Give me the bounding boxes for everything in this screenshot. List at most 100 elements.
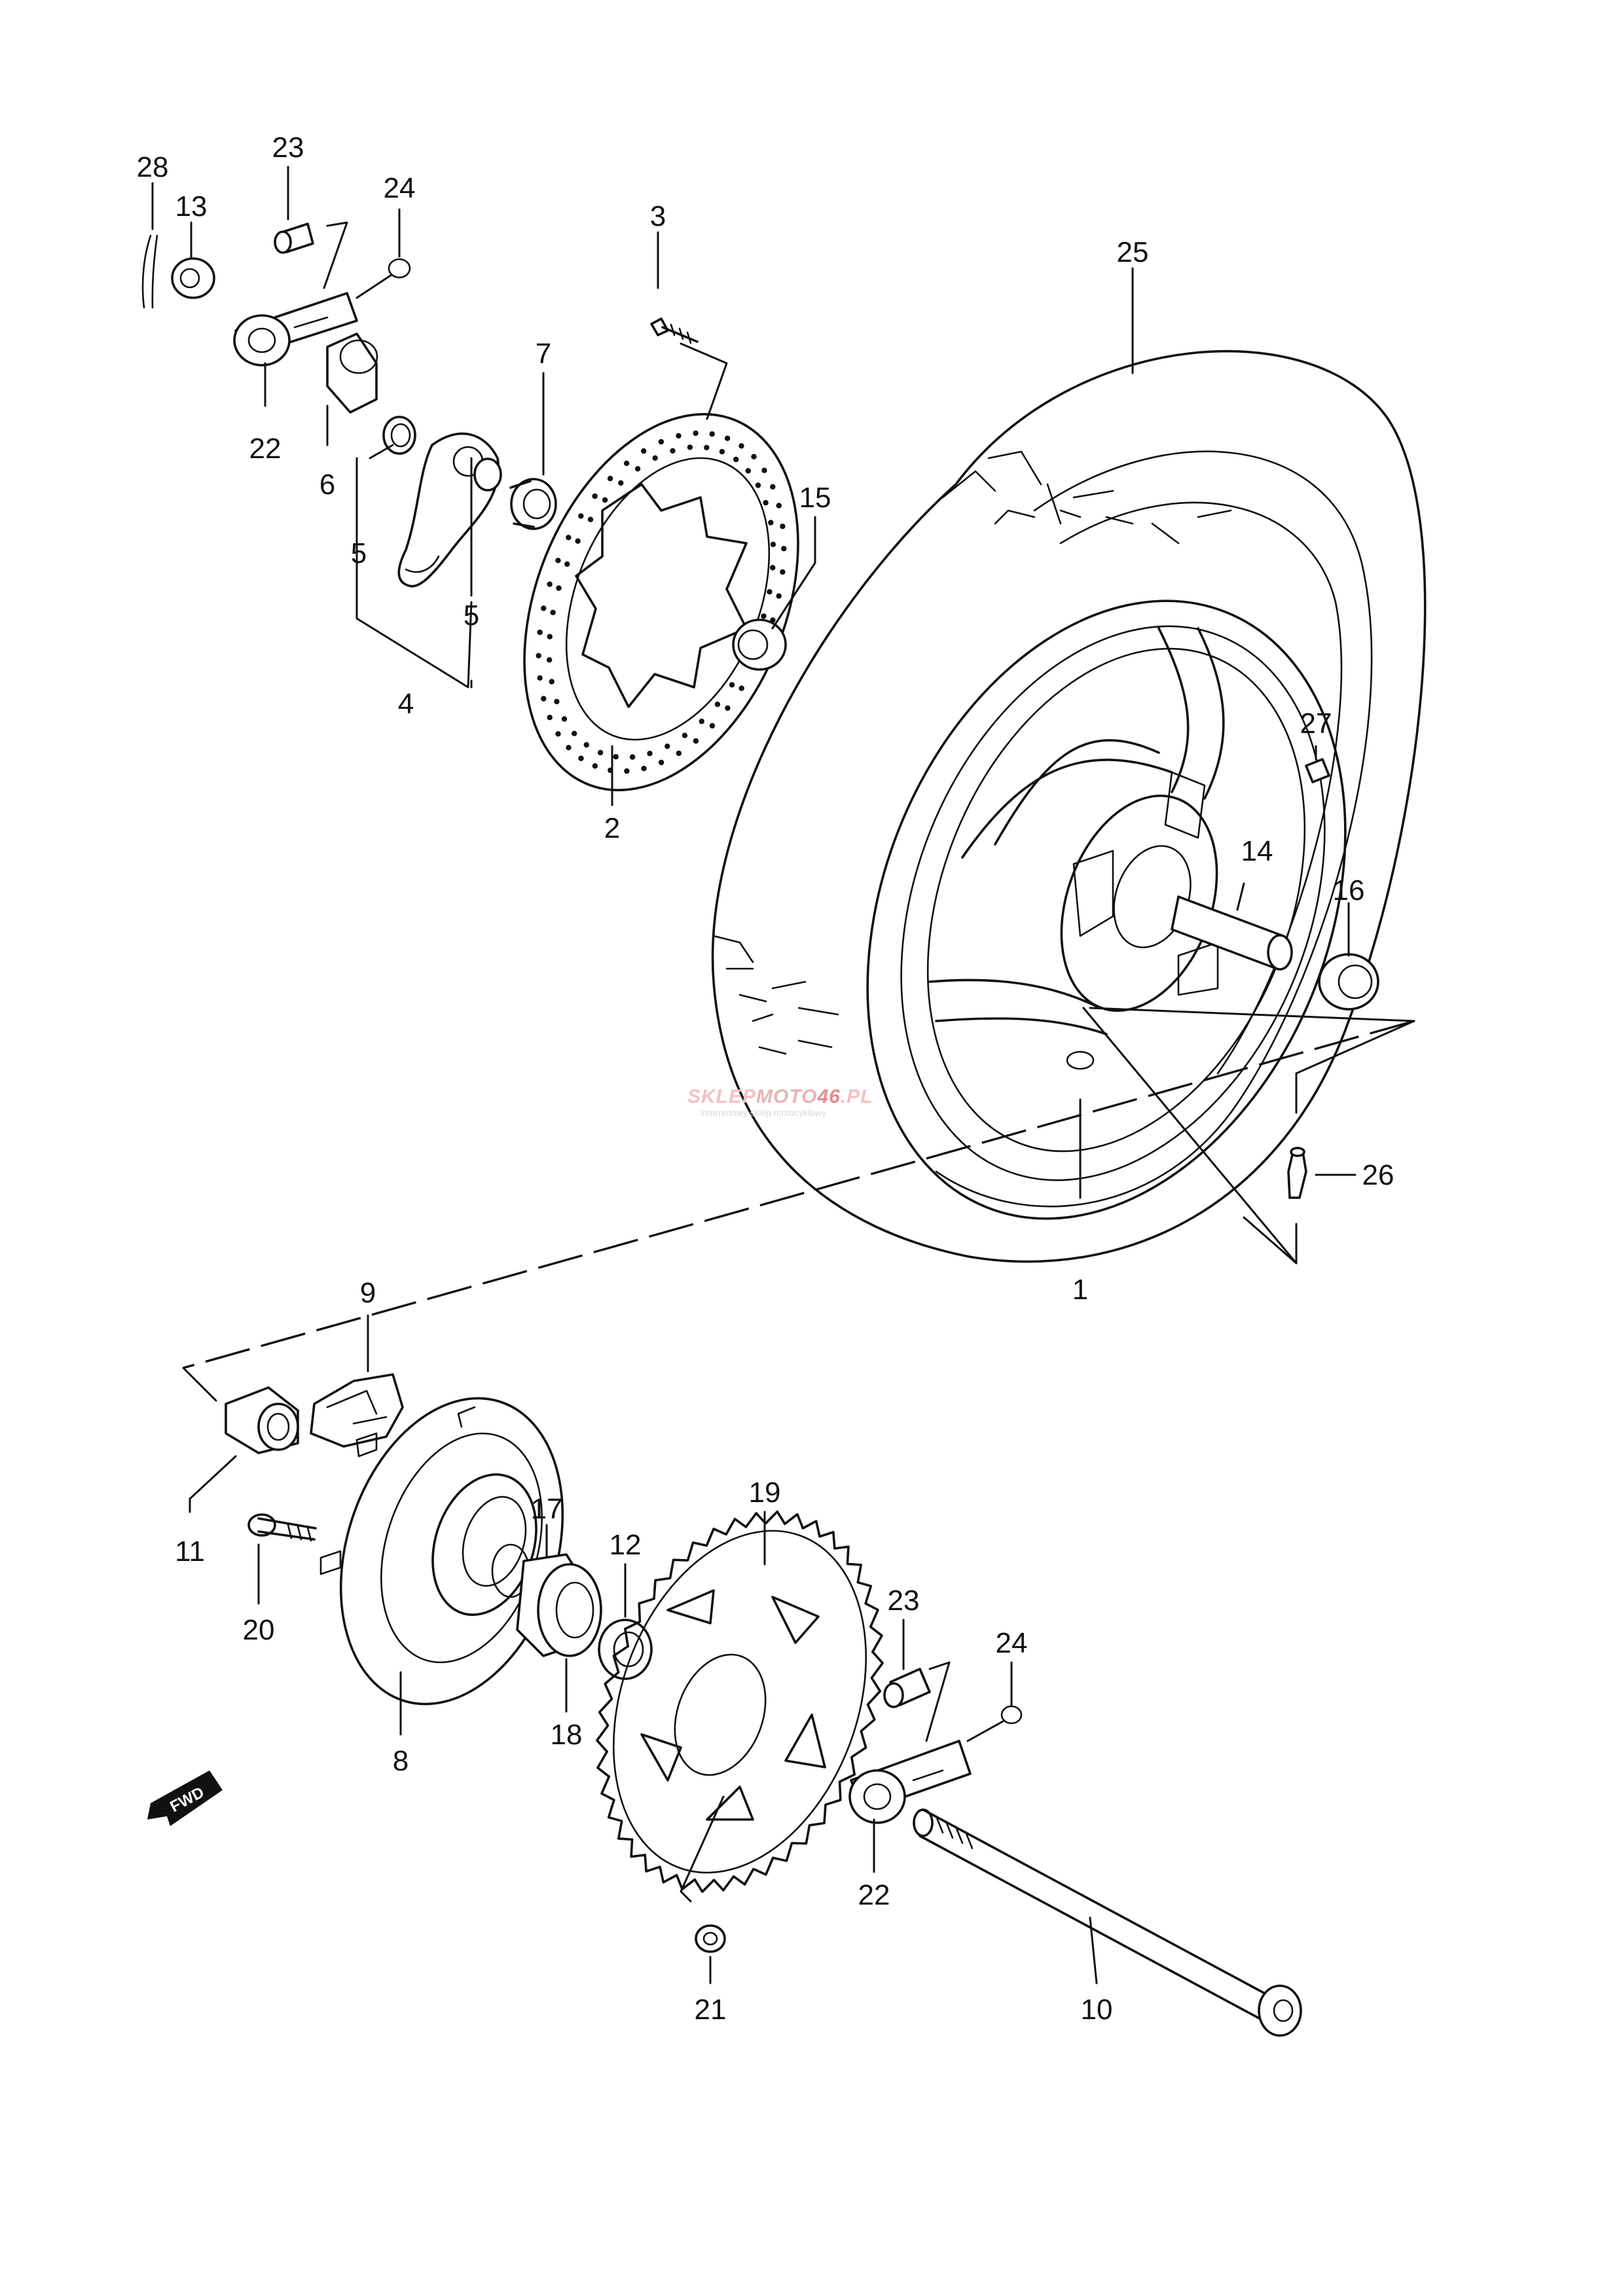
disc-drill-hole — [780, 524, 786, 529]
e-ring-bottom — [966, 1661, 1023, 1742]
disc-drill-hole — [566, 535, 572, 541]
hub-spacer — [1171, 895, 1284, 970]
disc-drill-hole — [618, 480, 624, 486]
disc-drill-hole — [665, 744, 670, 749]
watermark-brand-d: .PL — [841, 1086, 873, 1107]
disc-drill-hole — [556, 585, 562, 591]
disc-drill-hole — [776, 593, 782, 599]
chain-adjuster-top — [141, 166, 411, 407]
callout-4: 4 — [398, 688, 414, 720]
callout-18: 18 — [551, 1719, 583, 1751]
watermark-brand-a: SKLEP — [687, 1086, 756, 1107]
callout-20: 20 — [243, 1614, 275, 1646]
disc-drill-hole — [537, 675, 543, 681]
sprocket-nut — [695, 1924, 726, 1984]
disc-drill-hole — [693, 738, 699, 744]
disc-drill-hole — [550, 609, 556, 615]
caliper-bracket — [397, 432, 500, 588]
disc-drill-hole — [755, 482, 761, 488]
disc-drill-hole — [770, 565, 776, 571]
disc-drill-hole — [768, 520, 774, 526]
disc-drill-hole — [547, 715, 553, 721]
disc-drill-hole — [564, 561, 570, 567]
axle — [913, 1808, 1302, 2037]
tire-and-wheel — [711, 267, 1427, 1265]
disc-drill-hole — [578, 755, 584, 761]
disc-drill-hole — [738, 685, 744, 691]
callout-17: 17 — [531, 1493, 563, 1525]
adjuster-bolt-bottom — [883, 1619, 951, 1742]
disc-drill-hole — [592, 763, 598, 769]
disc-drill-hole — [536, 653, 541, 658]
disc-drill-hole — [607, 475, 613, 482]
disc-drill-hole — [729, 682, 735, 688]
disc-drill-hole — [541, 605, 547, 611]
disc-drill-hole — [561, 716, 568, 722]
disc-drill-hole — [761, 467, 767, 473]
disc-drill-hole — [641, 766, 647, 772]
callout-22-bottom: 22 — [858, 1879, 890, 1911]
watermark-brand-b: MOTO — [756, 1086, 817, 1107]
disc-drill-hole — [575, 538, 581, 544]
callout-10: 10 — [1081, 1994, 1113, 2026]
disc-drill-hole — [770, 541, 776, 547]
disc-drill-hole — [658, 759, 665, 766]
disc-drill-hole — [587, 516, 594, 522]
disc-drill-hole — [613, 754, 619, 760]
disc-drill-hole — [597, 749, 604, 756]
spacer-11 — [189, 1386, 299, 1513]
disc-drill-hole — [704, 444, 710, 450]
disc-drill-hole — [724, 435, 731, 441]
caliper-bracket-group — [326, 332, 557, 689]
callout-16: 16 — [1333, 874, 1365, 906]
callout-28: 28 — [137, 151, 169, 183]
disc-drill-hole — [725, 705, 731, 711]
disc-drill-hole — [763, 499, 769, 506]
callout-23-top: 23 — [272, 132, 304, 164]
callout-8: 8 — [393, 1745, 409, 1777]
disc-drill-hole — [761, 613, 767, 619]
disc-drill-hole — [546, 657, 553, 663]
callout-7: 7 — [536, 338, 551, 370]
disc-drill-hole — [767, 589, 773, 595]
callout-3: 3 — [650, 200, 666, 232]
disc-drill-hole — [583, 742, 589, 748]
disc-drill-hole — [624, 768, 630, 774]
disc-drill-hole — [555, 558, 561, 564]
chain-adjuster-bottom — [848, 1740, 972, 1873]
oil-seal-18 — [516, 1553, 602, 1713]
callout-23-bottom: 23 — [888, 1585, 920, 1617]
disc-drill-hole — [719, 448, 725, 455]
callout-9: 9 — [360, 1277, 376, 1309]
disc-drill-hole — [733, 456, 739, 463]
watermark: SKLEPMOTO46.PL internetowy sklep motocyk… — [687, 1086, 873, 1118]
disc-drill-hole — [547, 581, 553, 587]
disc-bolt — [650, 317, 699, 344]
callout-15: 15 — [799, 482, 831, 514]
disc-drill-hole — [578, 513, 584, 519]
disc-drill-hole — [693, 430, 699, 437]
watermark-tagline: internetowy sklep motocyklowy — [701, 1107, 826, 1118]
callout-21: 21 — [695, 1994, 727, 2026]
disc-drill-hole — [566, 745, 572, 751]
disc-drill-hole — [676, 750, 682, 757]
disc-drill-hole — [658, 439, 665, 445]
disc-drill-hole — [670, 448, 676, 454]
callout-13: 13 — [175, 190, 208, 223]
callout-19: 19 — [749, 1477, 781, 1509]
disc-drill-hole — [652, 455, 658, 461]
valve-stem — [1287, 1151, 1307, 1199]
disc-drill-hole — [555, 731, 561, 737]
axle-centerline — [183, 1020, 1415, 1369]
disc-drill-hole — [623, 460, 630, 467]
disc-drill-hole — [629, 754, 636, 760]
callout-22-top: 22 — [249, 433, 282, 465]
balancer-weight — [1305, 758, 1330, 783]
forward-direction-arrow: FWD — [147, 1770, 223, 1826]
disc-drill-hole — [592, 493, 598, 499]
disc-drill-hole — [634, 466, 641, 472]
disc-drill-hole — [572, 730, 577, 736]
spacer-6 — [326, 332, 378, 414]
disc-drill-hole — [687, 444, 693, 450]
